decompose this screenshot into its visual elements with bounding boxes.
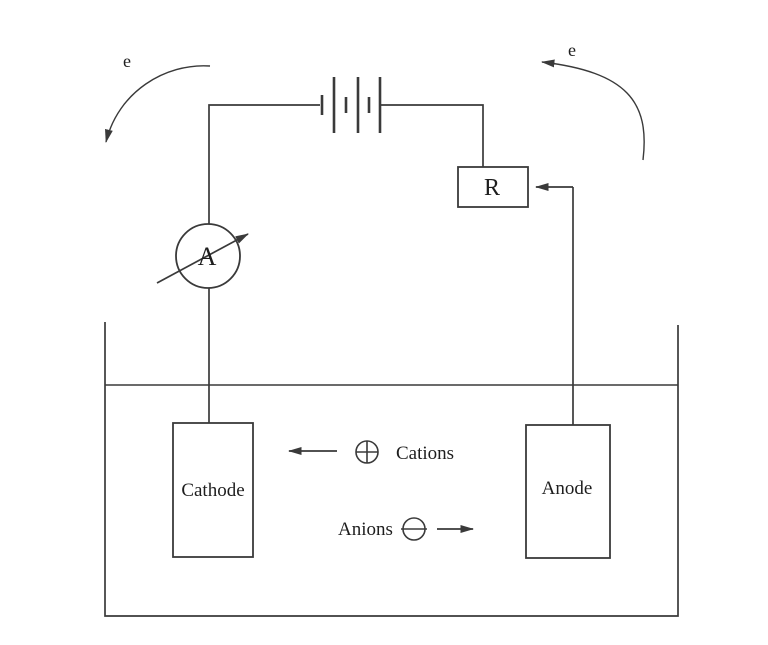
cations-label: Cations bbox=[396, 443, 454, 464]
cathode-box bbox=[172, 422, 254, 558]
cathode-electrode: Cathode bbox=[172, 422, 254, 558]
electron-label-right: e bbox=[568, 40, 576, 60]
electron-flow-arrow-right bbox=[541, 59, 645, 161]
ammeter-icon: A bbox=[156, 223, 249, 289]
electron-flow-right: e bbox=[541, 40, 645, 161]
resistor-label: R bbox=[484, 175, 500, 201]
electron-flow-arrow-left bbox=[105, 65, 211, 143]
anode-box bbox=[525, 424, 611, 559]
cell-container-outline bbox=[104, 322, 679, 617]
anode-label: Anode bbox=[542, 478, 593, 499]
anode-electrode: Anode bbox=[525, 424, 611, 559]
battery-icon bbox=[320, 77, 382, 133]
electron-flow-left: e bbox=[105, 51, 211, 143]
plus-in-circle-icon bbox=[355, 440, 379, 464]
cathode-label: Cathode bbox=[181, 480, 244, 501]
ammeter-label: A bbox=[198, 242, 217, 271]
anions-flow: Anions bbox=[338, 517, 474, 541]
minus-in-circle-icon bbox=[401, 517, 427, 541]
wire-ammeter-to-battery bbox=[208, 104, 320, 225]
cations-flow: Cations bbox=[288, 440, 454, 464]
electron-label-left: e bbox=[123, 51, 131, 71]
resistor: R bbox=[457, 166, 573, 208]
ammeter-needle-arrow bbox=[156, 233, 249, 284]
wire-battery-to-resistor bbox=[380, 104, 484, 167]
anions-label: Anions bbox=[338, 519, 393, 540]
resistor-box bbox=[457, 166, 529, 208]
